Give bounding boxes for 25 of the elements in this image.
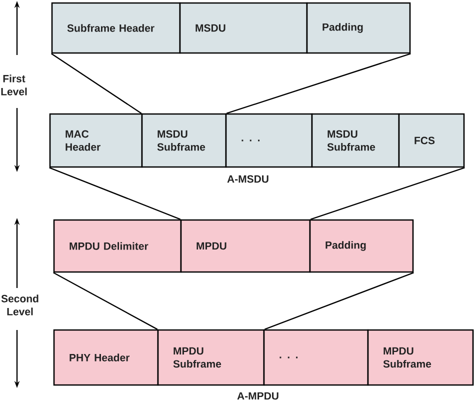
frame-field: FCS xyxy=(398,113,465,168)
expansion-line xyxy=(226,53,411,114)
frame-field: . . . xyxy=(225,113,313,168)
frame-field: PHY Header xyxy=(53,329,159,386)
frame-field: Padding xyxy=(309,219,414,273)
frame-field: MPDU xyxy=(180,219,311,273)
frame-field: MPDU Delimiter xyxy=(53,219,182,273)
text-label: First Level xyxy=(1,74,27,96)
frame-field: MSDU Subframe xyxy=(141,113,227,168)
frame-field: MPDU Subframe xyxy=(367,329,474,386)
text-label: A-MPDU xyxy=(237,392,278,400)
frame-field: MSDU Subframe xyxy=(311,113,400,168)
frame-field: MAC Header xyxy=(49,113,143,168)
text-label: Second Level xyxy=(1,294,38,316)
expansion-line xyxy=(53,272,158,330)
expansion-line xyxy=(264,272,414,330)
expansion-line xyxy=(51,53,142,114)
expansion-line xyxy=(310,167,465,220)
frame-field: Subframe Header xyxy=(51,2,181,54)
frame-field: . . . xyxy=(263,329,369,386)
frame-field: MPDU Subframe xyxy=(157,329,265,386)
frame-field: MSDU xyxy=(179,2,308,54)
expansion-line xyxy=(49,167,181,220)
text-label: A-MSDU xyxy=(227,175,268,183)
frame-field: Padding xyxy=(306,2,411,54)
